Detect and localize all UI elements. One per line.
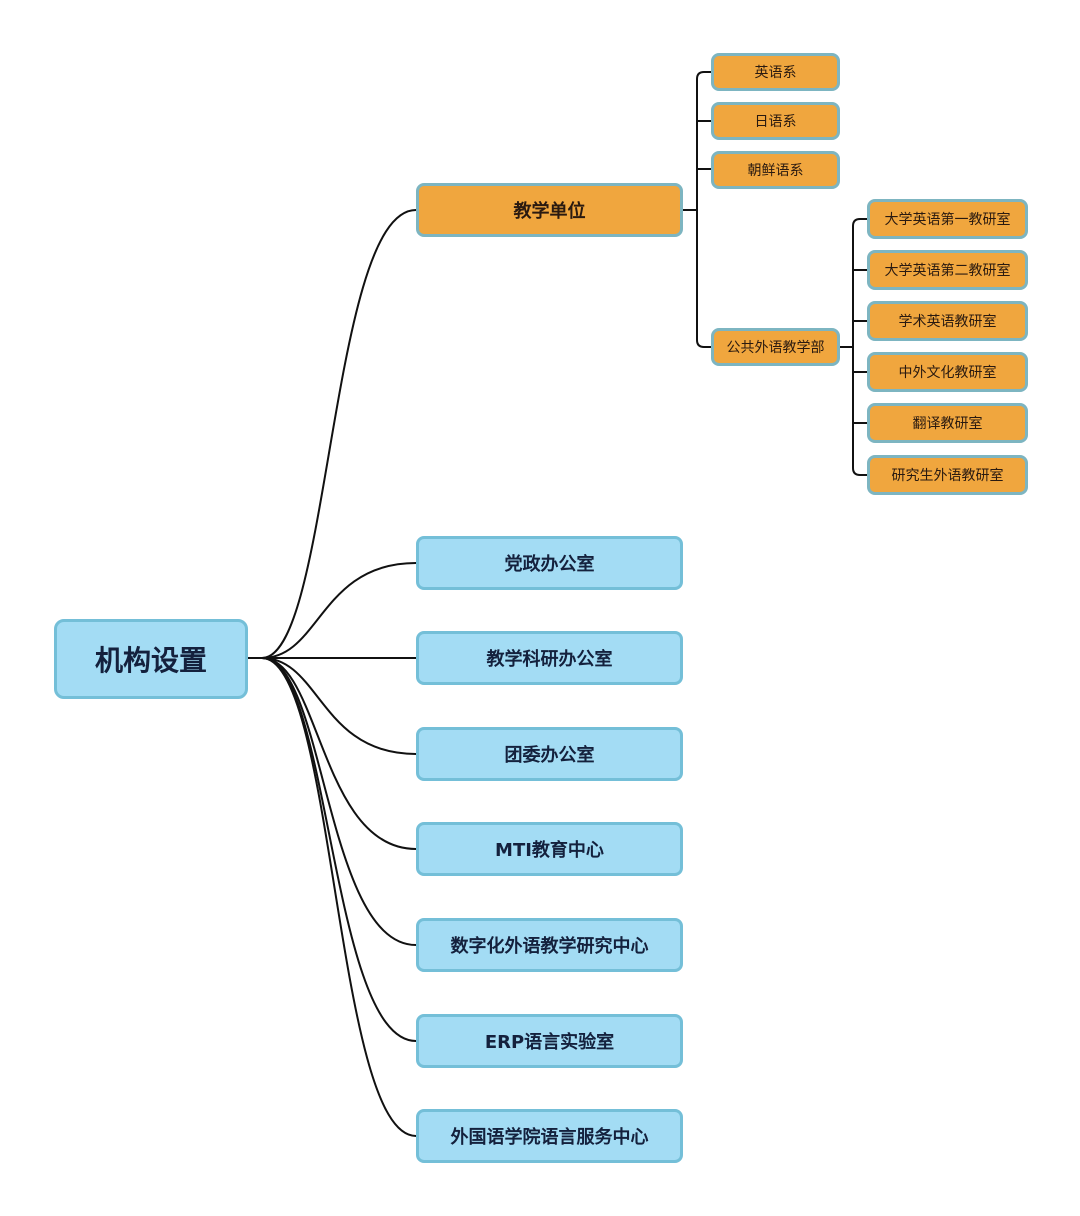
connector-root-office-4 [261, 657, 417, 946]
node-section-translation[interactable]: 翻译教研室 [867, 403, 1028, 443]
node-section-graduate[interactable]: 研究生外语教研室 [867, 455, 1028, 495]
node-label: 翻译教研室 [912, 416, 983, 432]
node-public-foreign-language[interactable]: 公共外语教学部 [711, 328, 840, 366]
node-section-college-english-2[interactable]: 大学英语第二教研室 [867, 250, 1028, 290]
node-label: MTI教育中心 [495, 840, 604, 861]
node-office-teaching-research[interactable]: 教学科研办公室 [416, 631, 683, 685]
node-label: 公共外语教学部 [726, 340, 825, 356]
connector-root-teaching [261, 209, 417, 659]
connector-root-office-5 [261, 657, 417, 1042]
node-label: 朝鲜语系 [747, 163, 804, 179]
node-teaching-units[interactable]: 教学单位 [416, 183, 683, 237]
connector-root-office-6 [261, 657, 417, 1137]
node-office-digital-research[interactable]: 数字化外语教学研究中心 [416, 918, 683, 972]
root-label: 机构设置 [94, 644, 207, 677]
node-section-college-english-1[interactable]: 大学英语第一教研室 [867, 199, 1028, 239]
node-label: 大学英语第二教研室 [884, 263, 1011, 279]
connector-section-bus [852, 218, 867, 476]
node-section-culture[interactable]: 中外文化教研室 [867, 352, 1028, 392]
node-office-youth-league[interactable]: 团委办公室 [416, 727, 683, 781]
node-label: 团委办公室 [504, 745, 595, 766]
node-office-language-service[interactable]: 外国语学院语言服务中心 [416, 1109, 683, 1163]
node-label: 外国语学院语言服务中心 [450, 1127, 649, 1148]
node-department-english[interactable]: 英语系 [711, 53, 840, 91]
node-label: 日语系 [754, 114, 797, 130]
connector-root-office-2 [261, 657, 417, 755]
node-label: 英语系 [754, 65, 797, 81]
node-label: 中外文化教研室 [898, 365, 997, 381]
node-label: 教学单位 [513, 201, 586, 222]
node-department-korean[interactable]: 朝鲜语系 [711, 151, 840, 189]
connector-dept-bus [696, 71, 711, 348]
node-section-academic-english[interactable]: 学术英语教研室 [867, 301, 1028, 341]
node-label: 大学英语第一教研室 [884, 212, 1011, 228]
node-label: 数字化外语教学研究中心 [450, 936, 649, 957]
node-label: 党政办公室 [504, 554, 595, 575]
connector-root-office-0 [261, 562, 417, 659]
node-office-erp-lab[interactable]: ERP语言实验室 [416, 1014, 683, 1068]
node-label: 教学科研办公室 [486, 649, 613, 670]
node-office-mti[interactable]: MTI教育中心 [416, 822, 683, 876]
node-label: ERP语言实验室 [484, 1032, 615, 1053]
node-label: 研究生外语教研室 [891, 468, 1004, 484]
connector-root-office-3 [261, 657, 417, 850]
node-office-party[interactable]: 党政办公室 [416, 536, 683, 590]
node-label: 学术英语教研室 [898, 314, 997, 330]
root-node-organization[interactable]: 机构设置 [54, 619, 248, 699]
node-department-japanese[interactable]: 日语系 [711, 102, 840, 140]
